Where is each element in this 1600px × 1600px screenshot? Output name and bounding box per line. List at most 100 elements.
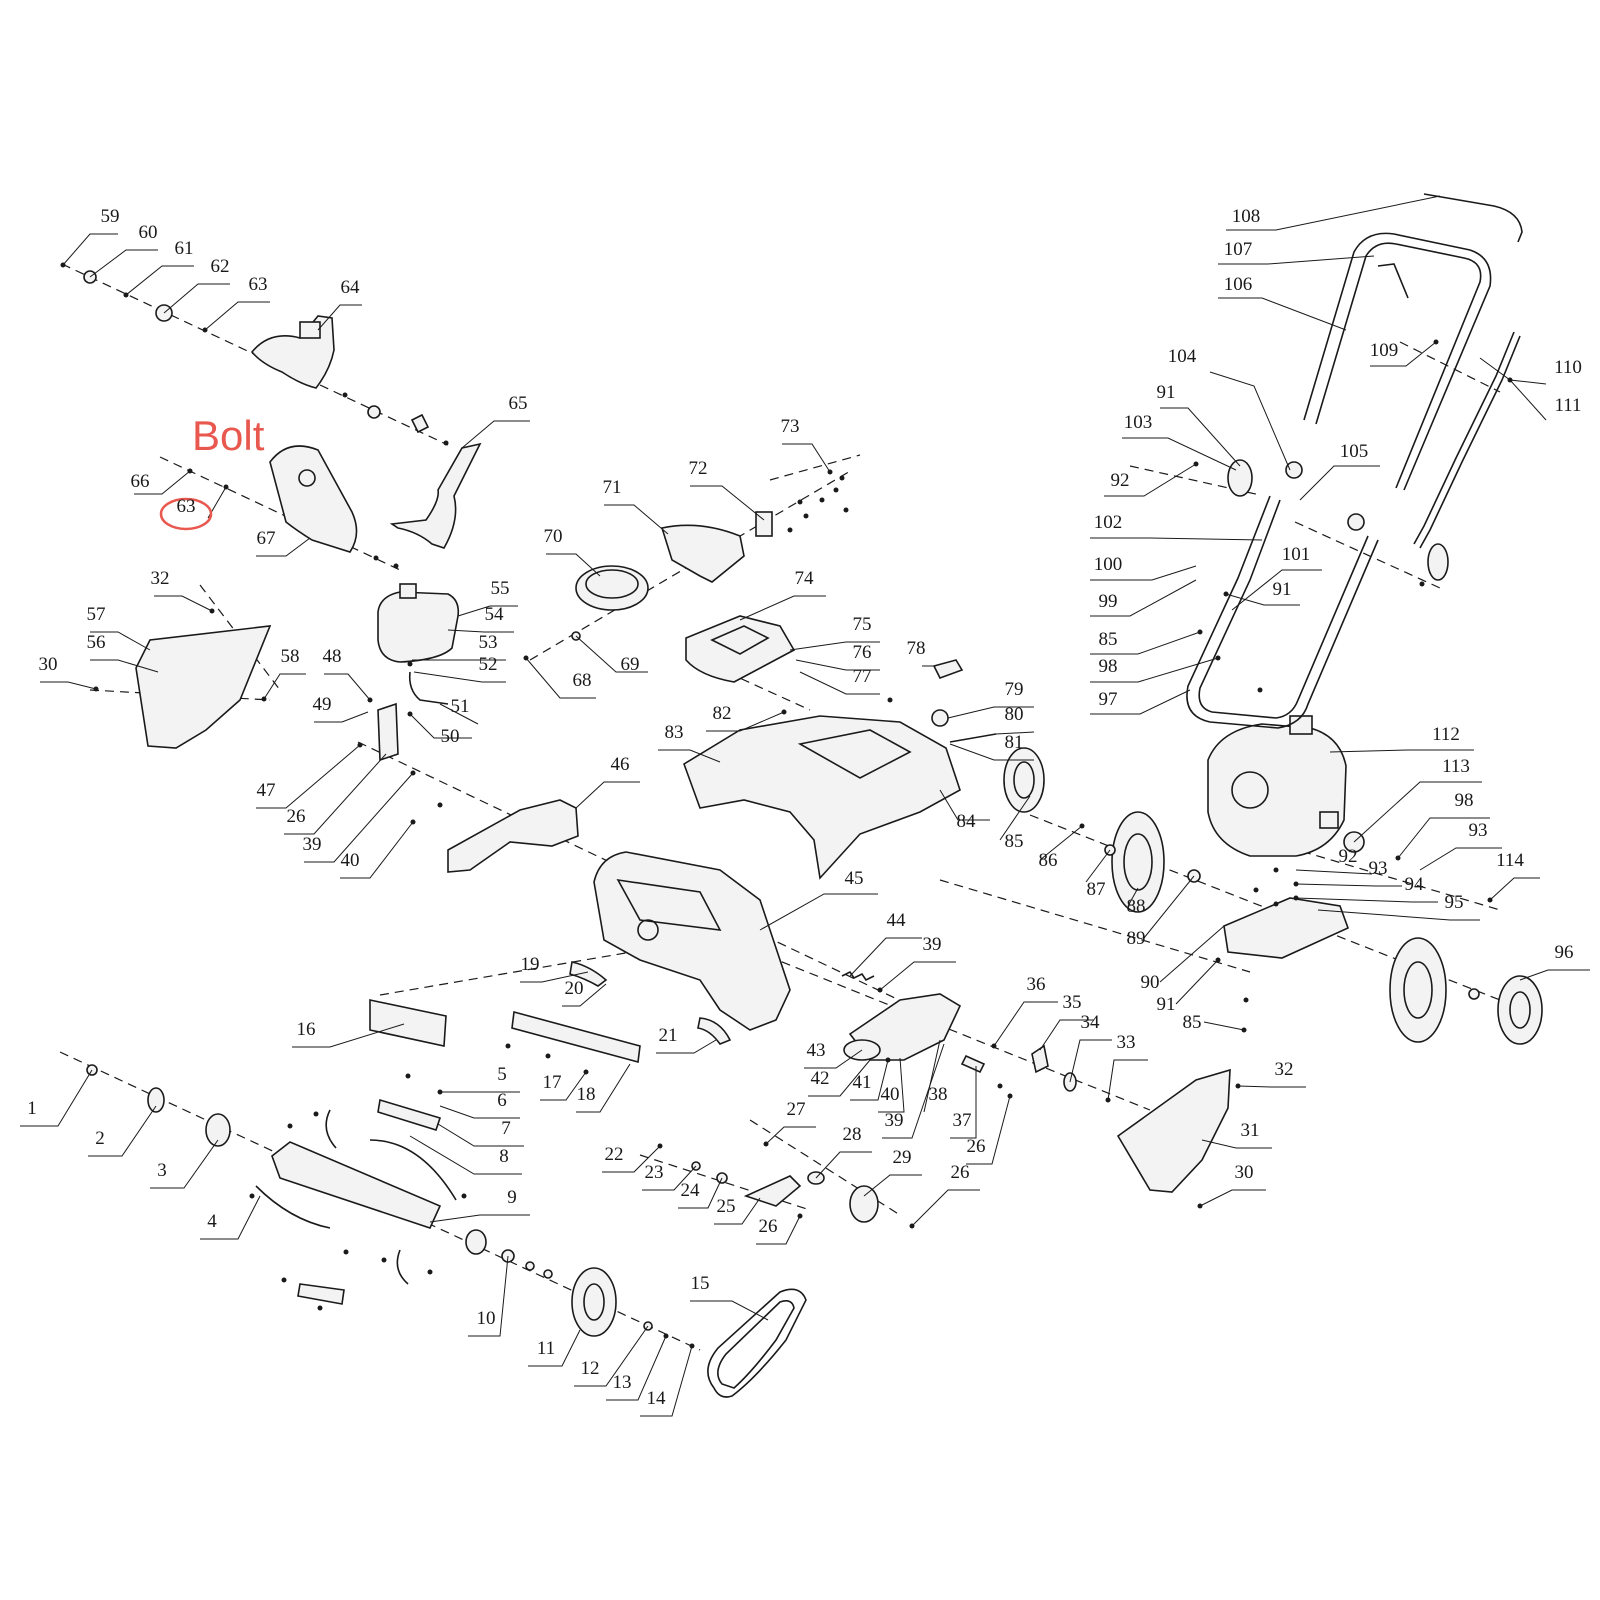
callout-67: 67 (257, 528, 276, 549)
auger-pulley-part (571, 1267, 617, 1337)
main-housing-cover-part (683, 715, 961, 880)
callout-93: 93 (1469, 820, 1488, 841)
callout-111: 111 (1554, 395, 1581, 416)
callout-1: 1 (27, 1098, 37, 1119)
callout-100: 100 (1094, 554, 1123, 575)
callout-87: 87 (1087, 879, 1106, 900)
handle-grip-bar-part (1423, 193, 1523, 243)
callout-74: 74 (795, 568, 815, 589)
callout-52: 52 (479, 654, 498, 675)
callout-92: 92 (1111, 470, 1130, 491)
callout-36: 36 (1027, 974, 1046, 995)
frame-bracket-part (447, 799, 579, 873)
annotation-label: Bolt (192, 412, 265, 459)
callout-77: 77 (853, 666, 872, 687)
callout-70: 70 (544, 526, 563, 547)
callout-6: 6 (497, 1090, 507, 1111)
callout-20: 20 (565, 978, 584, 999)
callout-45: 45 (845, 868, 864, 889)
callout-98: 98 (1099, 656, 1118, 677)
callout-27: 27 (787, 1099, 806, 1120)
callout-62: 62 (211, 256, 230, 277)
callout-96: 96 (1555, 942, 1574, 963)
callout-61: 61 (175, 238, 194, 259)
chute-crank-part (389, 442, 482, 549)
callout-72: 72 (689, 458, 708, 479)
callout-55: 55 (491, 578, 510, 599)
callout-39: 39 (923, 934, 942, 955)
callout-73: 73 (781, 416, 800, 437)
callout-37: 37 (953, 1110, 972, 1131)
callout-113: 113 (1442, 756, 1470, 777)
callout-108: 108 (1232, 206, 1261, 227)
callout-79: 79 (1005, 679, 1024, 700)
callout-23: 23 (645, 1162, 664, 1183)
engine-part (1207, 723, 1347, 857)
callout-10: 10 (477, 1308, 496, 1329)
callout-32: 32 (151, 568, 170, 589)
callout-14: 14 (647, 1388, 667, 1409)
callout-83: 83 (665, 722, 684, 743)
callout-91: 91 (1273, 579, 1292, 600)
callout-104: 104 (1168, 346, 1197, 367)
callout-105: 105 (1340, 441, 1369, 462)
callout-51: 51 (451, 696, 470, 717)
callout-98: 98 (1455, 790, 1474, 811)
callout-26: 26 (759, 1216, 778, 1237)
control-cable-part (1419, 335, 1521, 549)
callout-66: 66 (131, 471, 150, 492)
part-drawings (60, 193, 1543, 1398)
top-cover-part (685, 615, 796, 683)
callout-76: 76 (853, 642, 872, 663)
callout-54: 54 (485, 604, 505, 625)
lower-handle-part (1198, 499, 1369, 719)
callout-78: 78 (907, 638, 926, 659)
callout-48: 48 (323, 646, 342, 667)
callout-58: 58 (281, 646, 300, 667)
callout-38: 38 (929, 1084, 948, 1105)
callout-47: 47 (257, 780, 276, 801)
callout-40: 40 (881, 1084, 900, 1105)
callout-91: 91 (1157, 382, 1176, 403)
idler-pulley-part (849, 1185, 879, 1223)
highlight-circle (159, 497, 213, 531)
callout-8: 8 (499, 1146, 509, 1167)
leader-lines (20, 195, 1590, 1417)
callout-3: 3 (157, 1160, 167, 1181)
left-wheel-part (1111, 811, 1165, 913)
callout-17: 17 (543, 1072, 562, 1093)
callout-13: 13 (613, 1372, 632, 1393)
callout-26: 26 (287, 806, 306, 827)
auger-part (271, 1141, 442, 1229)
callout-84: 84 (957, 811, 977, 832)
callout-97: 97 (1099, 689, 1118, 710)
callout-81: 81 (1005, 732, 1024, 753)
callout-82: 82 (713, 703, 732, 724)
callout-53: 53 (479, 632, 498, 653)
callout-75: 75 (853, 614, 872, 635)
callout-30: 30 (1235, 1162, 1254, 1183)
callout-12: 12 (581, 1358, 600, 1379)
right-wheel-hub-part (1497, 975, 1543, 1045)
callout-112: 112 (1432, 724, 1460, 745)
callout-2: 2 (95, 1128, 105, 1149)
callout-85: 85 (1183, 1012, 1202, 1033)
callout-19: 19 (521, 954, 540, 975)
callout-18: 18 (577, 1084, 596, 1105)
callout-63: 63 (249, 274, 268, 295)
callout-4: 4 (207, 1211, 217, 1232)
callout-7: 7 (501, 1118, 511, 1139)
callout-43: 43 (807, 1040, 826, 1061)
callout-24: 24 (681, 1180, 701, 1201)
fuel-tank-part (377, 591, 460, 663)
callout-101: 101 (1282, 544, 1311, 565)
callout-88: 88 (1127, 896, 1146, 917)
callout-95: 95 (1445, 892, 1464, 913)
callout-64: 64 (341, 277, 361, 298)
callout-90: 90 (1141, 972, 1160, 993)
right-side-cover-part (1116, 1068, 1231, 1193)
callout-68: 68 (573, 670, 592, 691)
callout-35: 35 (1063, 992, 1082, 1013)
callout-102: 102 (1094, 512, 1123, 533)
